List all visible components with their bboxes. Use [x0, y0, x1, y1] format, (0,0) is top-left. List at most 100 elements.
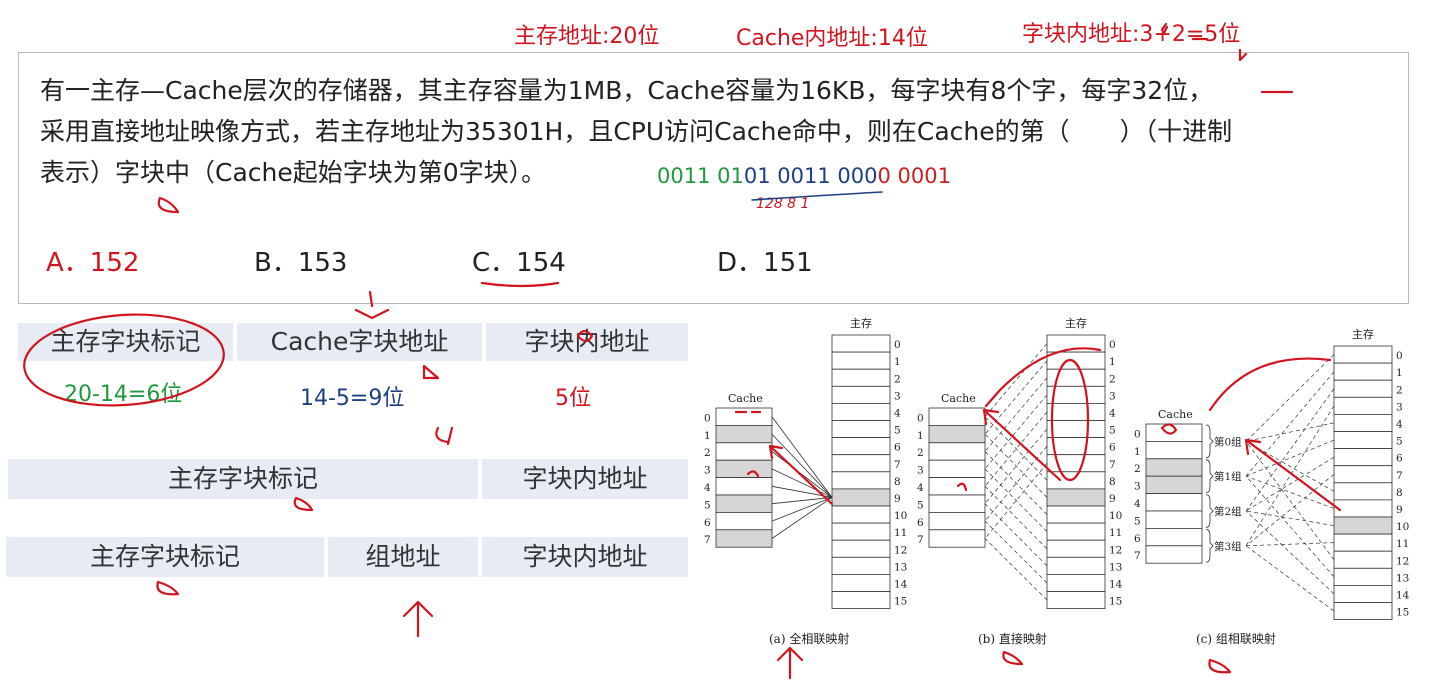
main-memory-block — [831, 488, 891, 507]
option-a[interactable]: A．152 — [46, 248, 140, 278]
hand-underline-binary — [751, 191, 883, 201]
main-memory-block — [1333, 345, 1393, 364]
question-line-1: 有一主存—Cache层次的存储器，其主存容量为1MB，Cache容量为16KB，… — [40, 76, 1214, 105]
main-memory-index: 3 — [1396, 401, 1403, 413]
main-memory-block — [1333, 379, 1393, 398]
main-memory-block — [1333, 602, 1393, 621]
main-memory-block — [1333, 550, 1393, 569]
cache-index: 7 — [917, 534, 924, 546]
main-memory-block — [831, 385, 891, 404]
main-memory-block — [1333, 413, 1393, 432]
cache-block — [928, 459, 986, 479]
mapping-line — [771, 497, 833, 522]
main-memory-index: 14 — [1109, 579, 1123, 591]
main-memory-index: 10 — [894, 510, 907, 522]
main-memory-block — [831, 402, 891, 421]
main-memory-block — [1046, 471, 1106, 490]
main-memory-block — [831, 420, 891, 439]
main-memory-index: 15 — [894, 596, 907, 608]
main-memory-block — [831, 351, 891, 370]
main-memory-index: 1 — [1396, 367, 1403, 379]
main-memory-index: 8 — [1109, 476, 1116, 488]
cache-index: 6 — [704, 517, 711, 529]
main-memory-index: 7 — [894, 459, 901, 471]
main-address-note: 主存地址:20位 — [514, 24, 660, 49]
mapping-line — [984, 445, 1048, 522]
main-memory-index: 13 — [894, 561, 907, 573]
binary-word-bits: 0 0001 — [877, 164, 951, 188]
main-memory-block — [831, 471, 891, 490]
cache-block — [1145, 458, 1203, 477]
main-memory-block — [831, 505, 891, 524]
main-memory-block — [1046, 488, 1106, 507]
main-memory-block — [831, 591, 891, 610]
cache-block — [715, 512, 773, 531]
binary-block-bits: 01 0011 000 — [743, 164, 878, 188]
mapping-line — [771, 416, 833, 498]
main-memory-index: 13 — [1396, 572, 1409, 584]
main-memory-index: 1 — [1109, 356, 1116, 368]
cache-index: 6 — [917, 517, 924, 529]
mapping-line — [1245, 473, 1335, 547]
cache-block — [1145, 475, 1203, 495]
main-memory-block — [831, 437, 891, 456]
main-memory-block — [1333, 362, 1393, 381]
mapping-line — [1245, 545, 1335, 612]
cache-index: 5 — [917, 499, 924, 511]
mapping-line — [1245, 441, 1335, 560]
cache-index: 1 — [704, 430, 711, 442]
main-memory-block — [831, 334, 891, 353]
mapping-line — [984, 503, 1048, 567]
binary-weight-note: 128 8 1 — [756, 196, 810, 212]
main-memory-index: 14 — [894, 579, 908, 591]
cache-block — [928, 494, 986, 513]
cache-address-note: Cache内地址:14位 — [736, 26, 928, 51]
cache-block — [1145, 493, 1203, 512]
cache-block — [715, 459, 773, 479]
mapping-line — [984, 416, 1048, 481]
cache-index: 3 — [1134, 481, 1141, 493]
hand-annotations — [23, 22, 1342, 680]
main-memory-block — [1046, 574, 1106, 592]
group-label: 第1组 — [1214, 470, 1242, 483]
option-b[interactable]: B．153 — [254, 248, 348, 278]
main-memory-index: 6 — [1109, 442, 1116, 454]
main-memory-label: 主存 — [1352, 327, 1374, 341]
main-memory-block — [831, 556, 891, 575]
option-d[interactable]: D．151 — [717, 248, 813, 278]
main-memory-block — [831, 368, 891, 387]
option-c[interactable]: C．154 — [472, 248, 566, 278]
cache-index: 0 — [1134, 428, 1141, 440]
main-memory-block — [1333, 431, 1393, 450]
main-memory-index: 10 — [1109, 510, 1122, 522]
field-cache-block: Cache字块地址 — [237, 323, 482, 361]
main-memory-index: 5 — [1109, 425, 1116, 437]
binary-tag-bits: 0011 01 — [657, 164, 744, 188]
main-memory-index: 4 — [1109, 408, 1116, 420]
main-memory-block — [1046, 539, 1106, 558]
main-memory-index: 2 — [894, 373, 901, 385]
main-memory-index: 1 — [894, 356, 901, 368]
main-memory-index: 8 — [894, 476, 901, 488]
main-memory-index: 9 — [1396, 504, 1403, 516]
set-assoc-fields: 主存字块标记 组地址 字块内地址 — [6, 537, 688, 577]
mapping-line — [1245, 456, 1335, 512]
mapping-line — [771, 468, 833, 498]
mapping-line — [1245, 371, 1335, 477]
mapping-line — [771, 433, 833, 498]
cache-index: 6 — [1134, 533, 1141, 545]
cache-index: 2 — [917, 447, 924, 459]
group-brace — [1205, 529, 1214, 563]
cache-index: 7 — [1134, 550, 1141, 562]
main-memory-index: 7 — [1109, 459, 1116, 471]
cache-block — [715, 494, 773, 513]
binary-address: 0011 0101 0011 0000 0001 — [657, 164, 951, 188]
main-memory-index: 2 — [1396, 384, 1403, 396]
cache-block — [928, 442, 986, 461]
group-label: 第0组 — [1214, 435, 1242, 448]
cache-block — [1145, 440, 1203, 460]
main-memory-index: 6 — [894, 442, 901, 454]
mapping-line — [984, 538, 1048, 601]
cache-index: 0 — [917, 412, 924, 424]
